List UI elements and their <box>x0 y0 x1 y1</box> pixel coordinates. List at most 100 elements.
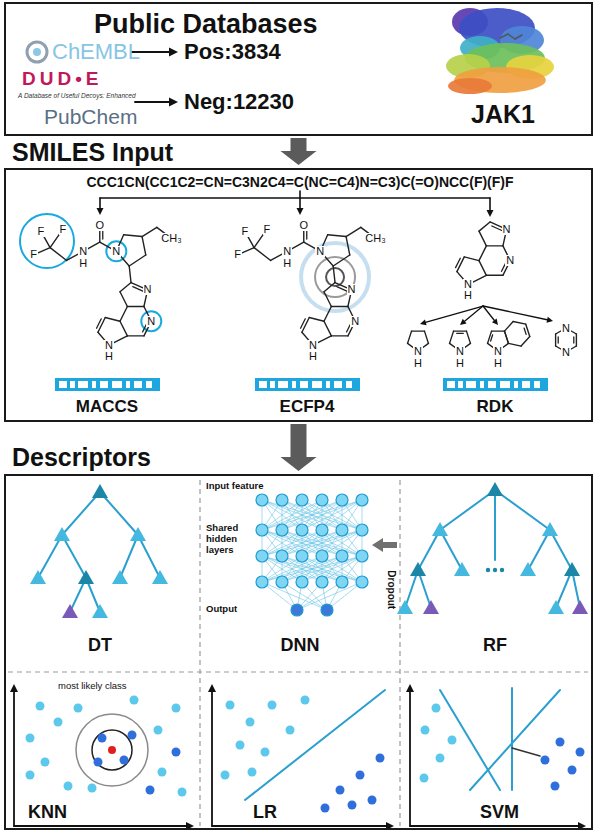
bond <box>504 331 508 343</box>
tree-node <box>112 570 128 584</box>
axis-head <box>208 684 216 692</box>
hyperplane <box>440 690 500 790</box>
bond <box>412 330 425 331</box>
tree-branch <box>100 492 138 535</box>
fingerprint-bit <box>334 381 342 388</box>
axis <box>211 692 213 826</box>
data-point <box>421 726 430 735</box>
logo-subtitle: A Database of Useful Decoys: Enhanced <box>18 92 136 99</box>
atom-label: N <box>493 346 503 357</box>
bond <box>479 246 486 261</box>
fingerprint-bit <box>270 381 275 388</box>
fingerprint-bar <box>55 378 160 391</box>
fragment-arrow-head <box>420 319 427 325</box>
atom-label: N <box>463 279 473 290</box>
tree-node <box>397 600 413 614</box>
atom-label: F <box>263 224 272 235</box>
fingerprint-bit <box>146 381 152 388</box>
bond <box>142 237 146 255</box>
bond <box>129 266 131 283</box>
fingerprint-name: MACCS <box>76 397 138 417</box>
bond <box>142 227 157 236</box>
data-point <box>246 718 255 727</box>
bracket-arrow <box>99 198 101 209</box>
fingerprint-bit <box>300 381 308 388</box>
bond <box>127 306 144 307</box>
hyperplane <box>470 690 560 790</box>
tree-node <box>78 570 94 584</box>
double-bond <box>456 258 461 267</box>
neuron <box>256 524 268 536</box>
atom-label: F <box>241 226 250 237</box>
nn-weight <box>302 530 362 556</box>
count-label: Pos:3834 <box>184 39 281 64</box>
fingerprint-name: ECFP4 <box>280 397 335 417</box>
fingerprint-bit <box>447 381 455 388</box>
bond <box>508 343 521 346</box>
fragment-arrow <box>464 306 483 322</box>
data-point <box>221 771 230 780</box>
atom-label: F <box>37 226 46 237</box>
neuron <box>296 550 308 562</box>
fingerprint-bit <box>326 381 330 388</box>
data-point <box>41 758 50 767</box>
bond <box>333 266 335 283</box>
neuron <box>276 576 288 588</box>
axis-head <box>10 684 18 692</box>
database-logo: DUD•E <box>22 68 103 90</box>
bond <box>346 227 361 236</box>
fingerprint-bit <box>92 381 96 388</box>
data-point <box>261 748 270 757</box>
neuron <box>321 604 333 616</box>
dropout-label: Dropout <box>385 571 397 610</box>
tree-node <box>54 527 70 541</box>
data-point <box>336 786 345 795</box>
source-arrow <box>135 101 171 103</box>
hyperplane <box>511 688 513 790</box>
double-bond <box>573 337 574 343</box>
neuron <box>316 576 328 588</box>
fingerprint-bit <box>514 381 518 388</box>
neuron <box>336 494 348 506</box>
bond <box>324 306 331 321</box>
neuron <box>276 550 288 562</box>
fingerprint-bit <box>458 381 463 388</box>
atom-label: F <box>29 249 38 260</box>
data-point <box>576 748 585 757</box>
flow-arrow <box>281 424 317 471</box>
neuron <box>296 576 308 588</box>
bond <box>120 321 127 336</box>
bond <box>504 331 508 343</box>
atom-label: H <box>308 351 318 362</box>
bond <box>521 336 530 346</box>
atom-label: CH₃ <box>364 233 386 244</box>
data-point <box>64 782 73 791</box>
panel-heading: SMILES Input <box>12 139 173 167</box>
atom-label: N <box>111 246 121 257</box>
bond <box>105 318 120 322</box>
atom-label: N <box>455 346 465 357</box>
neuron <box>356 550 368 562</box>
atom-label: H <box>413 358 423 369</box>
chembl-icon <box>27 42 47 62</box>
data-point <box>26 771 35 780</box>
fragment-arrow-head <box>460 319 467 325</box>
data-point <box>348 801 357 810</box>
data-point <box>448 736 457 745</box>
axis <box>409 692 411 826</box>
data-point <box>146 786 155 795</box>
bond <box>120 292 127 307</box>
plot-note: most likely class <box>58 681 127 692</box>
neuron <box>256 494 268 506</box>
ligand <box>508 34 515 39</box>
bond <box>492 330 505 331</box>
data-point <box>36 702 45 711</box>
ecfp-radius <box>301 243 369 311</box>
fingerprint-bit <box>522 381 530 388</box>
bond <box>129 255 146 266</box>
atom-label: N <box>143 284 153 295</box>
neuron <box>316 524 328 536</box>
data-point <box>541 756 550 765</box>
tree-node <box>487 482 503 496</box>
panel: SMILES Input <box>4 168 593 422</box>
